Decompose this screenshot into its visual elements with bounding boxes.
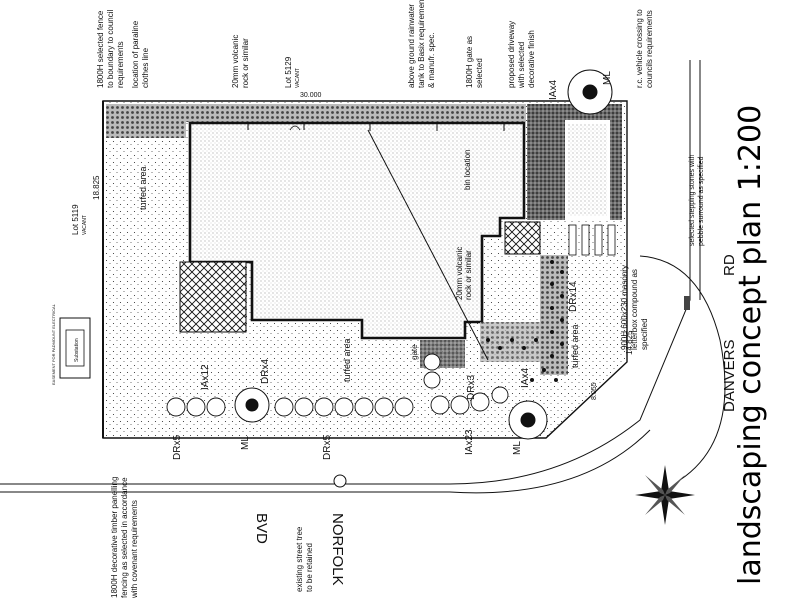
svg-text:& manufr. spec.: & manufr. spec. <box>427 32 436 88</box>
svg-text:decorative finish: decorative finish <box>527 30 536 88</box>
note-gate-top: 1800H gate as selected <box>465 36 484 88</box>
svg-text:IAx4: IAx4 <box>520 368 531 388</box>
dim-right: 14.825 <box>625 330 634 355</box>
lot-5119-sub: VACANT <box>82 215 88 235</box>
lot-5119-label: Lot 5119 <box>71 204 80 235</box>
note-letterbox: 900H 600x230 masonry letterbox compound … <box>620 265 649 350</box>
dim-top: 30.000 <box>300 92 322 99</box>
svg-text:to boundary to council: to boundary to council <box>106 10 115 88</box>
north-arrow-icon <box>635 465 695 525</box>
svg-text:selected stepping stones with: selected stepping stones with <box>689 154 696 246</box>
dim-left: 18.825 <box>92 175 101 200</box>
svg-text:ML: ML <box>512 441 523 455</box>
feature-trees <box>234 69 613 440</box>
note-bin-location: bin location <box>463 150 472 190</box>
svg-text:IAx4: IAx4 <box>548 80 559 100</box>
street-tree <box>333 474 347 488</box>
svg-text:ML: ML <box>602 71 613 85</box>
svg-text:ML: ML <box>240 436 251 450</box>
note-street-tree: existing street tree to be retained <box>295 526 314 592</box>
note-fence-top: 1800H selected fence to boundary to coun… <box>96 10 125 88</box>
substation <box>59 317 91 379</box>
svg-text:1800H selected fence: 1800H selected fence <box>96 10 105 88</box>
note-stepping-stones: selected stepping stones with pebble sur… <box>689 154 705 246</box>
svg-text:20mm volcanic: 20mm volcanic <box>231 35 240 88</box>
svg-text:selected: selected <box>475 58 484 88</box>
crosshatch-bin <box>504 221 541 255</box>
svg-text:900H 600x230 masonry: 900H 600x230 masonry <box>620 265 629 350</box>
road-name-danvers: DANVERS <box>721 339 738 412</box>
shrub-dots-right <box>486 260 564 382</box>
svg-text:councils requirements: councils requirements <box>645 10 654 88</box>
turfed-area-1: turfed area <box>138 166 148 210</box>
svg-text:above ground rainwater: above ground rainwater <box>407 4 416 88</box>
svg-text:letterbox compound as: letterbox compound as <box>630 269 639 350</box>
note-driveway: proposed driveway with selected decorati… <box>507 21 536 89</box>
plant-labels: ML ML ML IAx4 IAx4 IAx12 IAx23 DRx4 DRx5… <box>172 71 613 460</box>
road-name-bvd: BVD <box>253 513 270 544</box>
svg-text:DRx4: DRx4 <box>260 359 271 384</box>
svg-text:rock or similar: rock or similar <box>464 250 473 300</box>
easement-label: EASEMENT FOR PADMOUNT ELECTRICAL <box>51 303 56 385</box>
hedge-left-top <box>106 104 186 138</box>
svg-text:existing street tree: existing street tree <box>295 526 304 592</box>
road-lines <box>0 60 726 494</box>
dim-corner: 8.055 <box>591 382 598 400</box>
svg-text:rock or similar: rock or similar <box>241 38 250 88</box>
svg-text:1800H decorative timber panell: 1800H decorative timber panelling <box>110 477 119 598</box>
lot-5129-label: Lot 5129 <box>284 56 293 88</box>
house-footprint <box>188 121 526 340</box>
svg-text:1800H gate as: 1800H gate as <box>465 36 474 88</box>
svg-text:with selected: with selected <box>517 42 526 89</box>
planting-bed-lower <box>480 322 540 362</box>
planting-bed-right <box>540 255 568 375</box>
note-gate-mid: gate <box>410 344 419 360</box>
svg-text:proposed driveway: proposed driveway <box>507 21 516 88</box>
shrub-row-bottom <box>166 353 509 417</box>
svg-text:IAx23: IAx23 <box>464 429 475 455</box>
note-clothes-line: location of paraline clothes line <box>131 20 150 88</box>
note-timber-panelling: 1800H decorative timber panelling fencin… <box>110 477 139 599</box>
plan-title: landscaping concept plan 1:200 <box>733 105 768 585</box>
svg-text:location of paraline: location of paraline <box>131 20 140 88</box>
svg-text:DRx14: DRx14 <box>568 281 579 312</box>
turfed-area-3: turfed area <box>570 324 580 368</box>
svg-text:DRx3: DRx3 <box>466 375 477 400</box>
note-rock-top: 20mm volcanic rock or similar <box>231 35 250 88</box>
svg-text:tank to Basix requirements: tank to Basix requirements <box>417 0 426 88</box>
svg-text:specified: specified <box>640 318 649 350</box>
stepping-stones <box>568 224 616 256</box>
sight-line <box>367 129 489 361</box>
svg-text:20mm volcanic: 20mm volcanic <box>455 247 464 300</box>
note-tank: above ground rainwater tank to Basix req… <box>407 0 436 88</box>
driveway-paving <box>527 104 622 220</box>
road-name-rd: RD <box>721 254 738 276</box>
svg-text:to be retained: to be retained <box>305 543 314 592</box>
hedge-top <box>106 104 526 122</box>
note-rock-mid: 20mm volcanic rock or similar <box>455 247 473 300</box>
svg-text:clothes line: clothes line <box>141 47 150 88</box>
lot-5129-sub: VACANT <box>295 68 301 88</box>
svg-text:pebble surround as specified: pebble surround as specified <box>698 156 705 246</box>
crosshatch-patio <box>179 261 247 333</box>
svg-text:DRx5: DRx5 <box>172 435 183 460</box>
letterbox <box>684 296 690 310</box>
svg-text:with covenant requirements: with covenant requirements <box>130 500 139 599</box>
svg-text:requirements: requirements <box>116 41 125 88</box>
svg-text:fencing as selected in accorda: fencing as selected in accordance <box>120 477 129 598</box>
substation-label: Substation <box>74 338 80 362</box>
svg-text:IAx12: IAx12 <box>200 364 211 390</box>
svg-text:DRx5: DRx5 <box>322 435 333 460</box>
note-vehicle-crossing: r.c. vehicle crossing to councils requir… <box>635 9 654 88</box>
turfed-area-2: turfed area <box>342 338 352 382</box>
svg-text:r.c. vehicle crossing to: r.c. vehicle crossing to <box>635 9 644 88</box>
road-name-norfolk: NORFOLK <box>329 513 346 586</box>
